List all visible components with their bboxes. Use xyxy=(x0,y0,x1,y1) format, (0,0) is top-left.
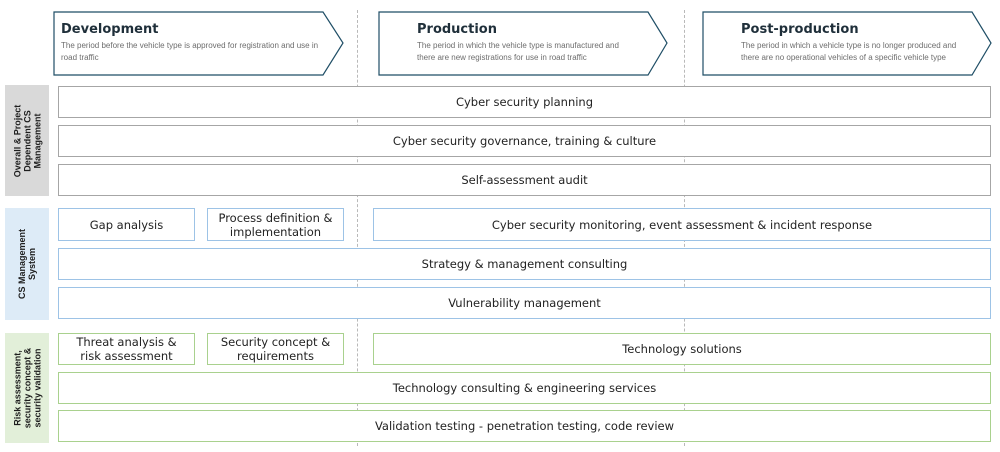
phase-arrows xyxy=(53,11,992,76)
group-label-risk-assessment: Risk assessment, security concept & secu… xyxy=(5,333,49,443)
threat-analysis-box: Threat analysis & risk assessment xyxy=(58,333,195,365)
phase-desc-line: there are new registrations for use in r… xyxy=(417,53,587,62)
group-label-text: CS Management System xyxy=(17,229,37,299)
phase-desc-production: The period in which the vehicle type is … xyxy=(417,40,647,64)
gap-analysis-box: Gap analysis xyxy=(58,208,195,241)
phase-title-production: Production xyxy=(417,22,497,37)
group-label-line: CS Management xyxy=(17,228,28,300)
phase-arrow-production xyxy=(378,11,668,76)
cs-monitoring-incident-response-box: Cyber security monitoring, event assessm… xyxy=(373,208,991,241)
group-label-cs-management-system: CS Management System xyxy=(5,208,49,320)
validation-testing-box: Validation testing - penetration testing… xyxy=(58,410,991,442)
group-label-line: Management xyxy=(32,112,43,169)
strategy-management-consulting-box: Strategy & management consulting xyxy=(58,248,991,280)
technology-solutions-box: Technology solutions xyxy=(373,333,991,365)
group-label-line: security concept & xyxy=(22,347,32,429)
phase-desc-line: there are no operational vehicles of a s… xyxy=(741,53,947,62)
group-label-text: Overall & Project Dependent CS Managemen… xyxy=(12,104,42,177)
phase-title-post-production: Post-production xyxy=(741,22,859,37)
phase-desc-development: The period before the vehicle type is ap… xyxy=(61,40,331,64)
phase-arrow-development xyxy=(53,11,344,76)
cs-governance-training-culture-box: Cyber security governance, training & cu… xyxy=(58,125,991,157)
group-label-line: Overall & Project xyxy=(12,104,23,177)
group-label-text: Risk assessment, security concept & secu… xyxy=(12,348,42,429)
vulnerability-management-box: Vulnerability management xyxy=(58,287,991,319)
phase-title-development: Development xyxy=(61,22,159,37)
process-definition-box: Process definition & implementation xyxy=(207,208,344,241)
security-concept-box: Security concept & requirements xyxy=(207,333,344,365)
phase-divider-1 xyxy=(357,10,358,446)
phase-desc-post-production: The period in which a vehicle type is no… xyxy=(741,40,981,64)
cyber-security-planning-box: Cyber security planning xyxy=(58,86,991,118)
group-label-line: Risk assessment, xyxy=(12,350,22,426)
group-label-line: System xyxy=(27,247,38,281)
phase-arrow-post-production xyxy=(702,11,992,76)
self-assessment-audit-box: Self-assessment audit xyxy=(58,164,991,196)
group-label-overall-cs-management: Overall & Project Dependent CS Managemen… xyxy=(5,85,49,196)
group-label-line: security validation xyxy=(32,348,42,428)
phase-desc-line: road traffic xyxy=(61,53,99,62)
phase-desc-line: The period in which the vehicle type is … xyxy=(417,41,619,50)
phase-desc-line: The period in which a vehicle type is no… xyxy=(741,41,957,50)
group-label-line: Dependent CS xyxy=(22,109,33,172)
technology-consulting-engineering-box: Technology consulting & engineering serv… xyxy=(58,372,991,404)
phase-desc-line: The period before the vehicle type is ap… xyxy=(61,41,319,50)
